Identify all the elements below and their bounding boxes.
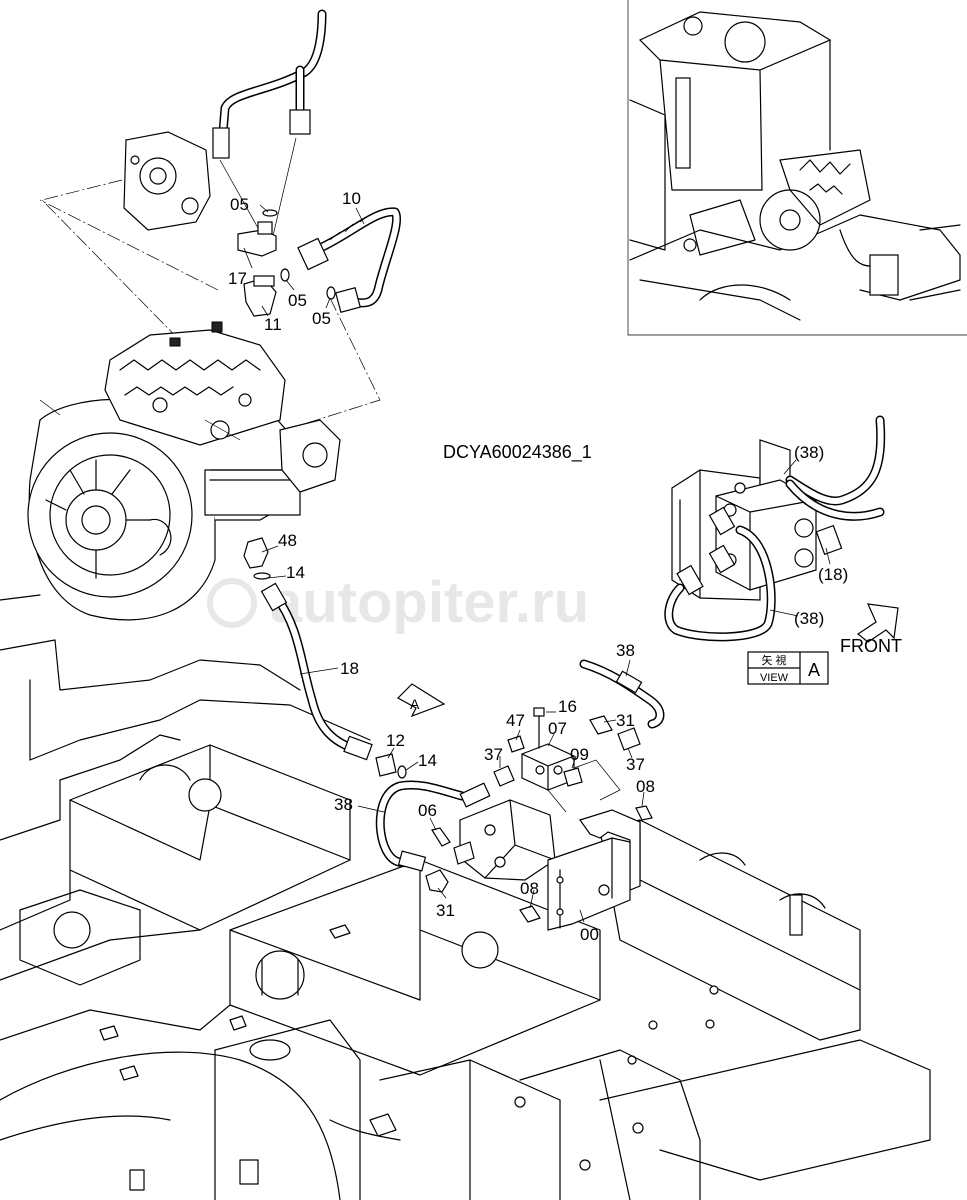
part-label-05-a: 05: [230, 195, 249, 214]
part-label-08-a: 08: [520, 879, 539, 898]
part-label-38-b: 38: [616, 641, 635, 660]
view-box-letter: A: [808, 660, 820, 680]
view-box-top-text: 矢 視: [761, 653, 786, 667]
part-label-05-c: 05: [312, 309, 331, 328]
view-a-arrow-label: A: [410, 696, 420, 712]
part-label-47: 47: [506, 711, 525, 730]
part-label-31-a: 31: [436, 901, 455, 920]
view-a-detail: [664, 415, 886, 642]
view-a-box: 矢 視 VIEW A: [747, 651, 829, 685]
part-label-00: 00: [580, 925, 599, 944]
pilot-hose-assembly: [243, 537, 491, 872]
part-label-37-a: 37: [484, 745, 503, 764]
part-label-16: 16: [558, 697, 577, 716]
part-label-09: 09: [570, 745, 589, 764]
view-label-18: (18): [818, 565, 848, 584]
part-label-06: 06: [418, 801, 437, 820]
valve-assembly: [425, 659, 665, 931]
part-label-14-a: 14: [286, 563, 305, 582]
view-label-38-a: (38): [794, 443, 824, 462]
view-label-38-b: (38): [794, 609, 824, 628]
part-label-48: 48: [278, 531, 297, 550]
part-label-07: 07: [548, 719, 567, 738]
part-label-08-b: 08: [636, 777, 655, 796]
part-label-37-b: 37: [626, 755, 645, 774]
hydraulic-pump: [27, 321, 341, 621]
view-a-arrow: A: [397, 683, 446, 718]
part-label-17: 17: [228, 269, 247, 288]
part-label-05-b: 05: [288, 291, 307, 310]
part-label-12: 12: [386, 731, 405, 750]
part-label-14-b: 14: [418, 751, 437, 770]
base-frame: [0, 594, 931, 1200]
front-label: FRONT: [840, 636, 902, 656]
watermark: autopiter.ru: [207, 570, 589, 635]
view-box-bottom-text: VIEW: [760, 672, 789, 684]
part-label-11: 11: [264, 315, 282, 334]
drawing-id: DCYA60024386_1: [443, 442, 592, 463]
part-label-10: 10: [342, 189, 361, 208]
part-label-38-a: 38: [334, 795, 353, 814]
part-label-18: 18: [340, 659, 359, 678]
suction-hose-assembly: [39, 9, 401, 431]
part-labels: 05 10 17 05 05 11 48 14 18 12 14 38 06 3…: [228, 189, 848, 944]
overview-inset: [627, 0, 967, 336]
leader-lines: [243, 204, 831, 923]
part-label-31-b: 31: [616, 711, 635, 730]
front-arrow: FRONT: [840, 603, 902, 656]
watermark-text: autopiter.ru: [270, 570, 589, 635]
